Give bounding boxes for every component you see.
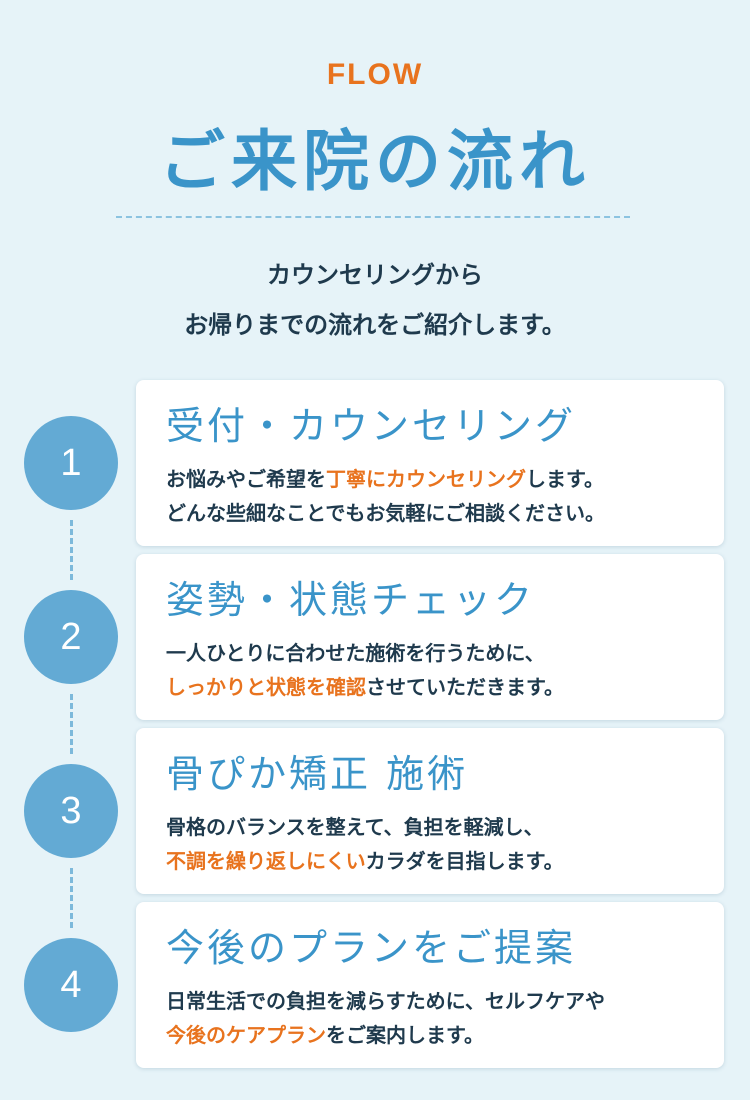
desc-text: 骨格のバランスを整えて、負担を軽減し、 — [166, 815, 544, 839]
step-card-4: 今後のプランをご提案 日常生活での負担を減らすために、セルフケアや 今後のケアプ… — [136, 902, 724, 1068]
step-title: 骨ぴか矯正 施術 — [166, 752, 469, 796]
step-description: 骨格のバランスを整えて、負担を軽減し、 不調を繰り返しにくいカラダを目指します。 — [166, 810, 706, 878]
desc-text: 日常生活での負担を減らすために、セルフケアや — [166, 989, 605, 1013]
desc-text: をご案内します。 — [326, 1023, 484, 1047]
desc-text: 一人ひとりに合わせた施術を行うために、 — [166, 641, 545, 665]
step-connector — [70, 520, 73, 580]
step-title: 今後のプランをご提案 — [166, 926, 577, 970]
intro-text: カウンセリングから お帰りまでの流れをご紹介します。 — [0, 250, 750, 350]
step-number-badge-4: 4 — [24, 938, 118, 1032]
step-description: 一人ひとりに合わせた施術を行うために、 しっかりと状態を確認させていただきます。 — [166, 636, 706, 704]
desc-text: どんな些細なことでもお気軽にご相談ください。 — [166, 501, 605, 525]
section-eyebrow: FLOW — [326, 58, 424, 91]
step-card-1: 受付・カウンセリング お悩みやご希望を丁寧にカウンセリングします。 どんな些細な… — [136, 380, 724, 546]
step-desc-line-2: 今後のケアプランをご案内します。 — [166, 1018, 706, 1052]
step-title: 姿勢・状態チェック — [166, 578, 536, 622]
step-desc-line-1: 日常生活での負担を減らすために、セルフケアや — [166, 984, 706, 1018]
desc-text: させていただきます。 — [366, 675, 564, 699]
step-card-3: 骨ぴか矯正 施術 骨格のバランスを整えて、負担を軽減し、 不調を繰り返しにくいカ… — [136, 728, 724, 894]
desc-text: します。 — [526, 467, 604, 491]
step-description: お悩みやご希望を丁寧にカウンセリングします。 どんな些細なことでもお気軽にご相談… — [166, 462, 706, 530]
step-connector — [70, 694, 73, 754]
step-desc-line-2: しっかりと状態を確認させていただきます。 — [166, 670, 706, 704]
step-description: 日常生活での負担を減らすために、セルフケアや 今後のケアプランをご案内します。 — [166, 984, 706, 1052]
step-desc-line-2: どんな些細なことでもお気軽にご相談ください。 — [166, 496, 706, 530]
step-desc-line-2: 不調を繰り返しにくいカラダを目指します。 — [166, 844, 706, 878]
desc-highlight: 丁寧にカウンセリング — [326, 467, 526, 491]
step-connector — [70, 868, 73, 928]
desc-text: カラダを目指します。 — [365, 849, 564, 873]
intro-line-2: お帰りまでの流れをご紹介します。 — [184, 311, 566, 339]
step-title: 受付・カウンセリング — [166, 404, 577, 448]
step-desc-line-1: 骨格のバランスを整えて、負担を軽減し、 — [166, 810, 706, 844]
step-number-badge-2: 2 — [24, 590, 118, 684]
desc-highlight: しっかりと状態を確認 — [166, 675, 366, 699]
step-number-badge-1: 1 — [24, 416, 118, 510]
title-divider — [116, 216, 630, 218]
page-title: ご来院の流れ — [159, 122, 591, 200]
intro-line-1: カウンセリングから — [267, 261, 483, 289]
desc-text: お悩みやご希望を — [166, 467, 326, 491]
desc-highlight: 今後のケアプラン — [166, 1023, 326, 1047]
desc-highlight: 不調を繰り返しにくい — [166, 849, 366, 873]
step-number-badge-3: 3 — [24, 764, 118, 858]
step-card-2: 姿勢・状態チェック 一人ひとりに合わせた施術を行うために、 しっかりと状態を確認… — [136, 554, 724, 720]
step-desc-line-1: 一人ひとりに合わせた施術を行うために、 — [166, 636, 706, 670]
step-desc-line-1: お悩みやご希望を丁寧にカウンセリングします。 — [166, 462, 706, 496]
